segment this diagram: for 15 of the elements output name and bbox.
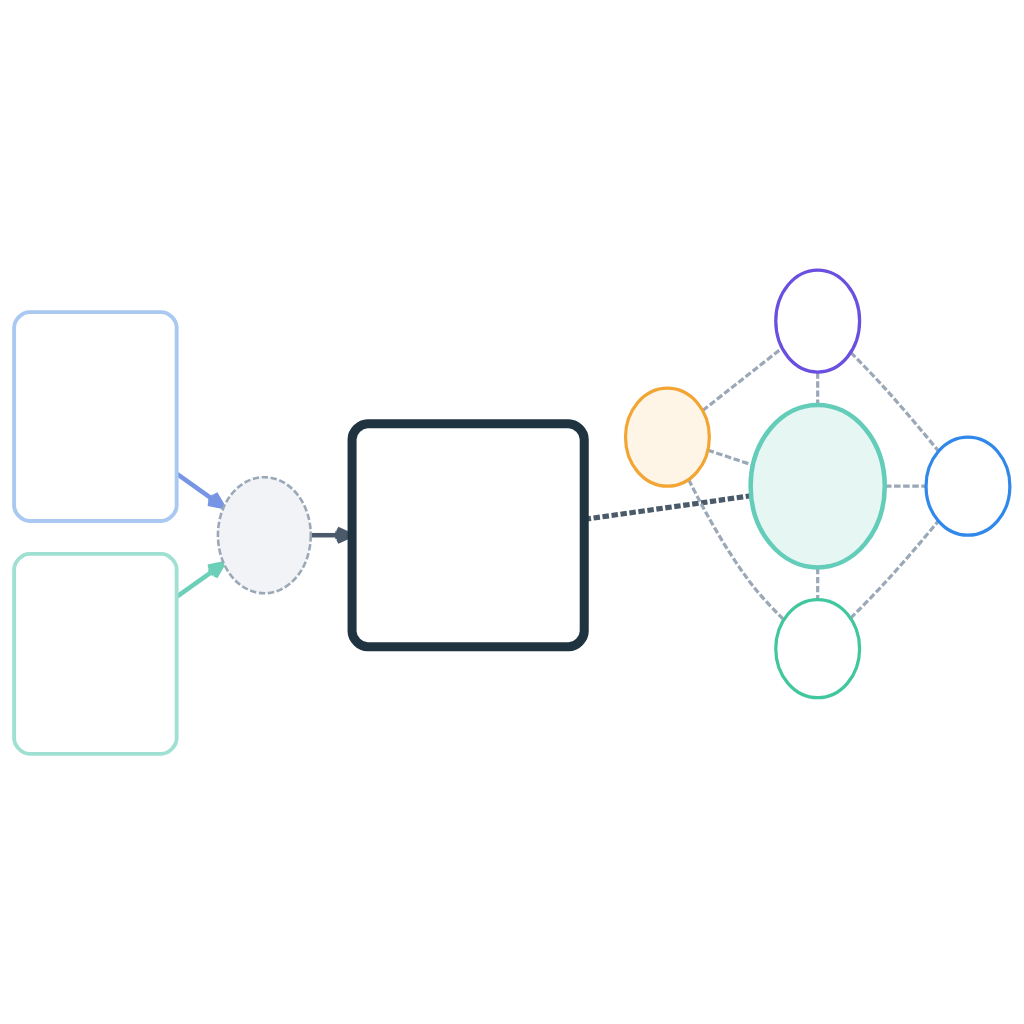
node-circle: [924, 435, 1012, 537]
node-circle: [623, 386, 711, 488]
connector: [885, 484, 926, 488]
connector: [849, 520, 940, 620]
node-circle: [216, 475, 313, 595]
node-circle: [748, 402, 887, 570]
node-box: [347, 419, 589, 652]
connector: [816, 372, 820, 405]
node-box: [12, 552, 179, 756]
node-circle: [774, 268, 862, 374]
connector: [687, 479, 785, 621]
node-circle: [774, 598, 862, 700]
node-box: [12, 310, 179, 523]
connector: [849, 351, 940, 453]
connector: [701, 347, 783, 412]
